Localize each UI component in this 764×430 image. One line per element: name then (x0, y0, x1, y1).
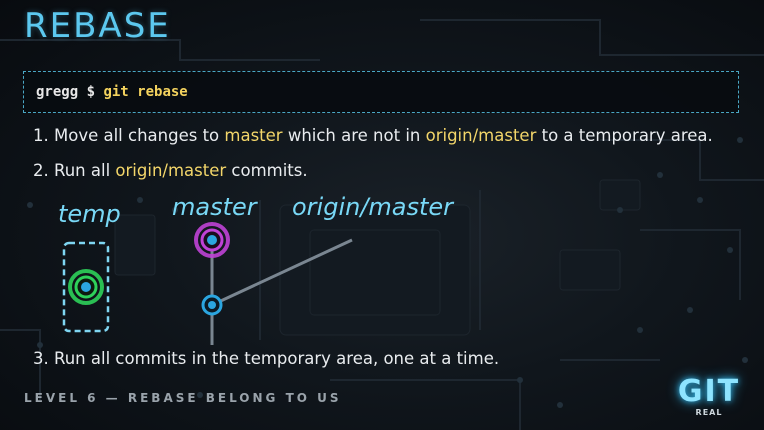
step-1-branch-master: master (224, 126, 283, 145)
step-2-branch-origin: origin/master (115, 161, 227, 180)
step-1-text-c: to a temporary area. (536, 126, 713, 145)
step-1-branch-origin: origin/master (425, 126, 537, 145)
step-3: 3. Run all commits in the temporary area… (33, 349, 499, 368)
logo-main-text: GIT (677, 374, 741, 409)
base-commit (201, 294, 223, 316)
temp-area-box (62, 241, 110, 333)
step-1-text-a: Move all changes to (54, 126, 225, 145)
master-label: master (172, 193, 259, 221)
command-text: git rebase (103, 84, 188, 100)
branch-line-origin (211, 238, 353, 307)
step-2-number: 2. (33, 161, 49, 180)
origin-master-label: origin/master (292, 193, 455, 221)
command-prompt: gregg $ (36, 84, 104, 100)
step-3-number: 3. (33, 349, 49, 368)
step-1-number: 1. (33, 126, 49, 145)
slide-title: REBASE (24, 6, 171, 46)
master-commit (194, 222, 230, 258)
step-1-text-b: which are not in (282, 126, 426, 145)
step-2-text-b: commits. (226, 161, 308, 180)
command-box: gregg $ git rebase (23, 71, 739, 113)
logo-sub-text: REAL (695, 408, 723, 417)
step-1: 1. Move all changes to master which are … (33, 126, 713, 145)
footer-level: LEVEL 6 — REBASE BELONG TO US (24, 391, 342, 405)
step-3-text: Run all commits in the temporary area, o… (54, 349, 500, 368)
step-2: 2. Run all origin/master commits. (33, 161, 308, 180)
temp-commit (68, 269, 104, 305)
step-2-text-a: Run all (54, 161, 116, 180)
temp-label: temp (58, 200, 121, 228)
git-real-logo: GIT REAL (668, 375, 750, 423)
